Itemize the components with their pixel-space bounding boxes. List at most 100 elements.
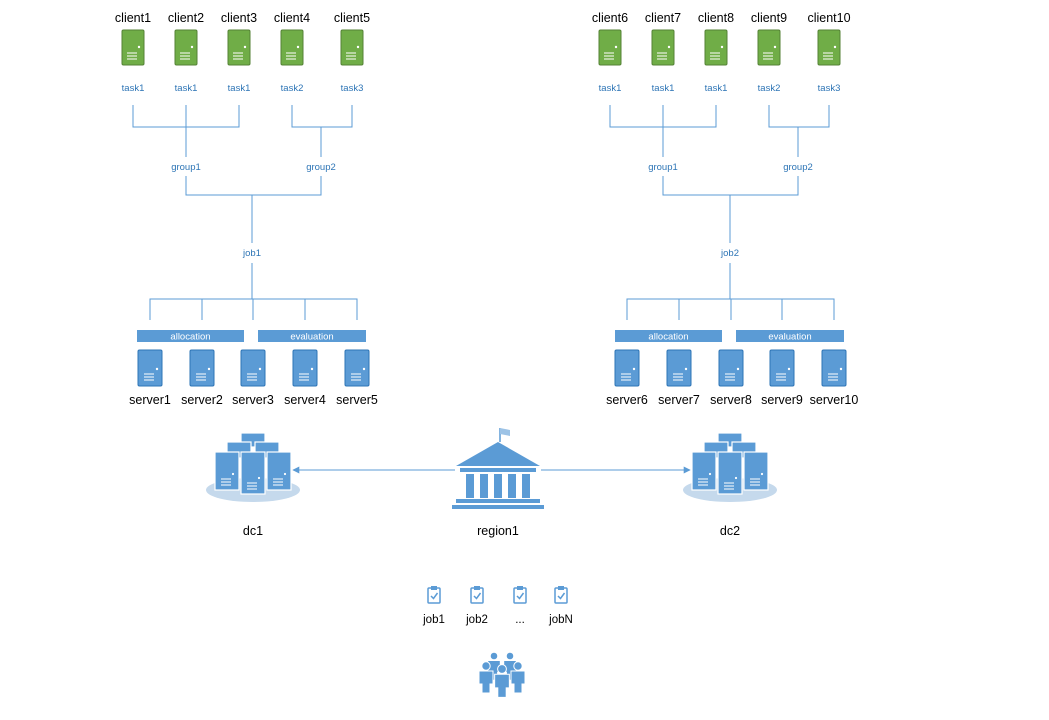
building-frieze	[460, 468, 536, 472]
clipboard-board	[554, 587, 568, 604]
clipboard-board	[513, 587, 527, 604]
client-led	[667, 45, 671, 49]
clipboard-check	[473, 592, 482, 600]
job-list-label: job2	[465, 614, 488, 626]
job-list-label: ...	[515, 614, 525, 626]
server-label: server1	[129, 393, 171, 407]
bar-label: allocation	[170, 332, 210, 343]
clipboard-check	[557, 592, 566, 600]
clipboard-check	[516, 592, 525, 600]
job-bracket	[662, 176, 799, 196]
server-led	[310, 367, 314, 371]
task-label: task1	[175, 83, 198, 94]
server-led	[258, 367, 262, 371]
server-body	[240, 349, 266, 387]
datacenter-server	[214, 451, 240, 491]
server-label: server7	[658, 393, 700, 407]
datacenter-led	[708, 472, 712, 476]
group-label: group1	[648, 162, 678, 173]
clipboard-check-icon	[427, 586, 441, 604]
client-label: client4	[274, 11, 310, 25]
person-head	[489, 651, 499, 661]
client-body	[227, 29, 251, 66]
client-label: client9	[751, 11, 787, 25]
server-led	[155, 367, 159, 371]
server-body	[614, 349, 640, 387]
server-label: server3	[232, 393, 274, 407]
server-label: server9	[761, 393, 803, 407]
client-label: client10	[807, 11, 850, 25]
client-led	[614, 45, 618, 49]
client-body	[280, 29, 304, 66]
task-label: task1	[599, 83, 622, 94]
task-label: task1	[228, 83, 251, 94]
datacenter-server	[691, 451, 717, 491]
client-body	[757, 29, 781, 66]
server-body	[292, 349, 318, 387]
person-body	[478, 670, 494, 694]
server-icon	[666, 349, 692, 387]
server-led	[207, 367, 211, 371]
client-body	[704, 29, 728, 66]
building-column	[508, 474, 516, 498]
client-led	[720, 45, 724, 49]
group-bracket	[291, 105, 353, 128]
server-led	[839, 367, 843, 371]
client-label: client2	[168, 11, 204, 25]
cluster-1: client1task1client2task1client3task1clie…	[115, 11, 378, 538]
clipboard-board	[470, 587, 484, 604]
client-led	[137, 45, 141, 49]
client-led	[773, 45, 777, 49]
client-led	[243, 45, 247, 49]
server-icon	[344, 349, 370, 387]
client-server-icon	[757, 29, 781, 66]
server-icon	[769, 349, 795, 387]
region: region1	[292, 428, 691, 538]
server-label: server6	[606, 393, 648, 407]
server-led	[362, 367, 366, 371]
client-led	[356, 45, 360, 49]
client-body	[121, 29, 145, 66]
client-label: client3	[221, 11, 257, 25]
datacenter-led	[734, 476, 738, 480]
evaluation-bar	[258, 330, 366, 342]
server-led	[736, 367, 740, 371]
task-label: task1	[122, 83, 145, 94]
bar-label: evaluation	[290, 332, 333, 343]
server-body	[137, 349, 163, 387]
client-server-icon	[704, 29, 728, 66]
building-column	[480, 474, 488, 498]
server-led	[684, 367, 688, 371]
bar-label: evaluation	[768, 332, 811, 343]
group-label: group2	[783, 162, 813, 173]
clipboard-clip	[474, 586, 480, 590]
datacenter-server	[266, 451, 292, 491]
client-server-icon	[227, 29, 251, 66]
person-body	[494, 673, 510, 698]
server-icon	[614, 349, 640, 387]
clipboard-check-icon	[513, 586, 527, 604]
clipboard-check-icon	[470, 586, 484, 604]
person-head	[497, 664, 507, 674]
server-led	[787, 367, 791, 371]
datacenter-led	[257, 476, 261, 480]
server-body	[718, 349, 744, 387]
clipboard-clip	[517, 586, 523, 590]
server-icon	[189, 349, 215, 387]
server-body	[821, 349, 847, 387]
client-server-icon	[174, 29, 198, 66]
job-bracket	[185, 176, 322, 196]
datacenter-server	[743, 451, 769, 491]
client-server-icon	[280, 29, 304, 66]
job-list-label: jobN	[548, 614, 573, 626]
client-label: client7	[645, 11, 681, 25]
server-label: server4	[284, 393, 326, 407]
server-icon	[240, 349, 266, 387]
datacenter-led	[760, 472, 764, 476]
person-head	[481, 661, 491, 671]
person-head	[513, 661, 523, 671]
allocation-bar	[615, 330, 722, 342]
job-label: job2	[720, 248, 739, 259]
client-label: client6	[592, 11, 628, 25]
person-head	[505, 651, 515, 661]
